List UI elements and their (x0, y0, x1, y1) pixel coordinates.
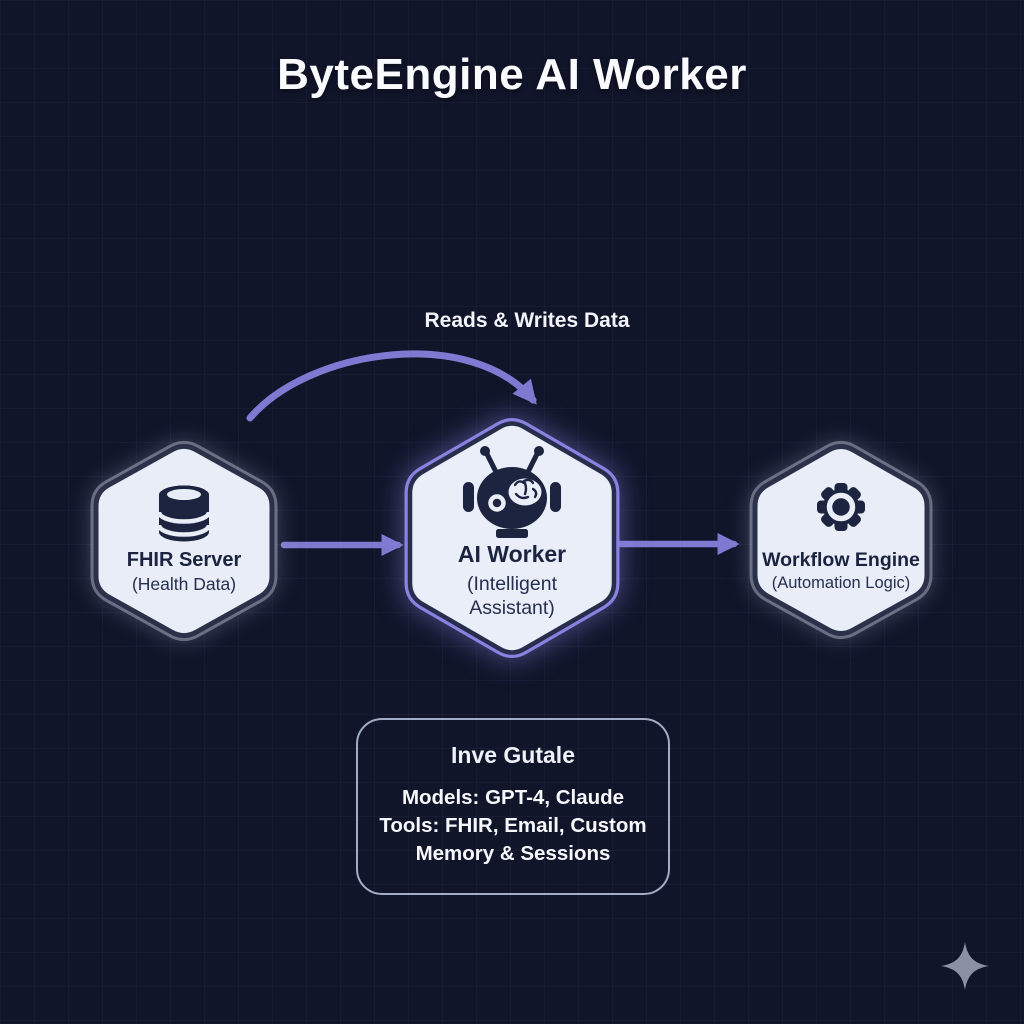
hexagon-fhir-server (90, 440, 278, 642)
node-name: AI Worker (457, 541, 567, 567)
database-icon (156, 485, 212, 542)
info-line-memory: Memory & Sessions (415, 842, 611, 865)
node-subtitle: (Health Data) (131, 574, 237, 594)
info-box-lines: Models: GPT-4, Claude Tools: FHIR, Email… (358, 784, 668, 868)
page-title: ByteEngine AI Worker (277, 50, 747, 99)
info-line-models: Models: GPT-4, Claude (401, 786, 625, 809)
sparkle-icon (941, 942, 989, 990)
gear-icon (817, 483, 865, 531)
info-line-tools: Tools: FHIR, Email, Custom (379, 814, 647, 837)
arc-arrow-label: Reads & Writes Data (424, 309, 630, 332)
hexagon-ai-worker (404, 418, 620, 658)
node-name: Workflow Engine (762, 549, 920, 571)
info-box: Inve Gutale Models: GPT-4, Claude Tools:… (356, 718, 670, 895)
robot-icon (463, 446, 561, 538)
info-box-heading: Inve Gutale (451, 742, 575, 768)
arc-arrow-reads-writes (246, 350, 537, 422)
node-name: FHIR Server (126, 549, 242, 571)
node-subtitle: (Intelligent Assistant) (467, 573, 557, 619)
node-label-ai-worker: AI Worker (Intelligent Assistant) (412, 541, 612, 620)
node-label-fhir-server: FHIR Server (Health Data) (84, 549, 284, 595)
node-label-workflow-engine: Workflow Engine (Automation Logic) (728, 549, 954, 593)
node-subtitle: (Automation Logic) (771, 574, 911, 592)
hexagon-workflow-engine (749, 440, 933, 640)
